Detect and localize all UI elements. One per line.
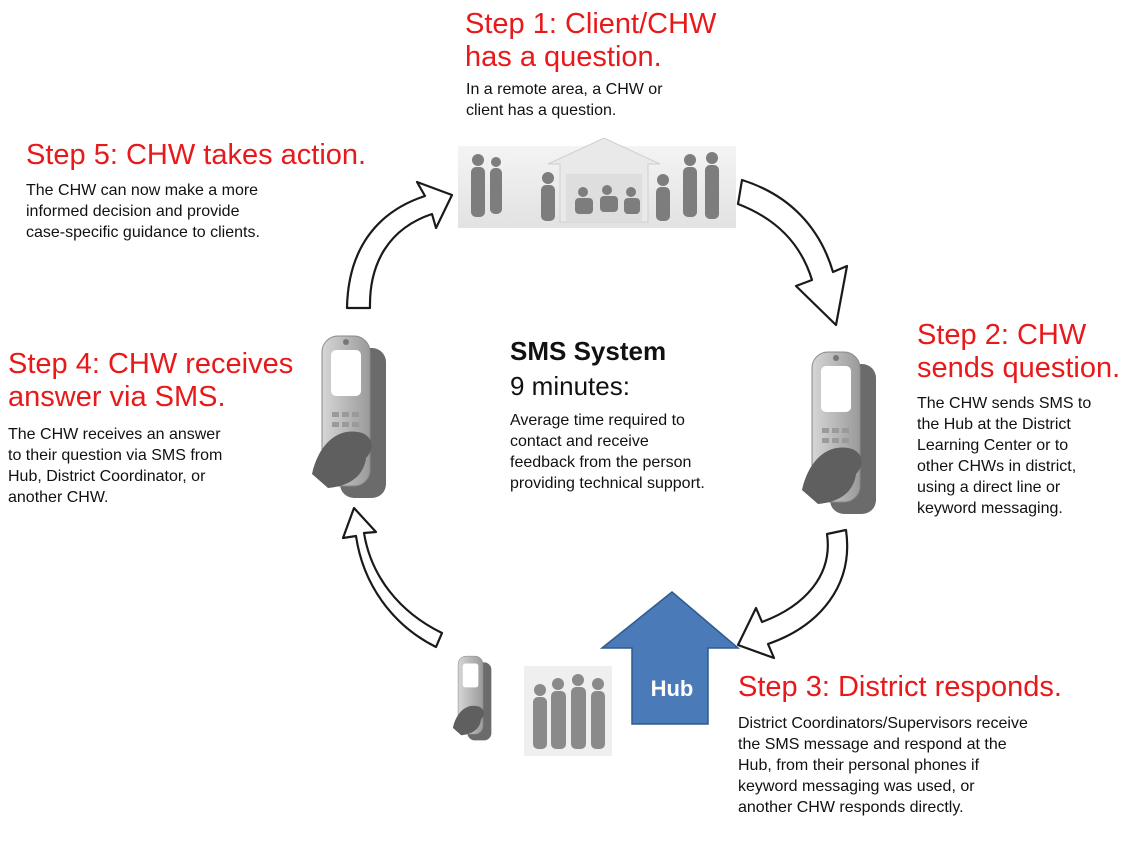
curved-arrow-icon — [736, 528, 849, 660]
step-1-body: In a remote area, a CHW or client has a … — [466, 81, 663, 119]
step-2-title-line-2: sends question. — [917, 352, 1121, 384]
step-5-title-line-1: Step 5: CHW takes action. — [26, 139, 367, 171]
step-3-title: Step 3: District responds. — [738, 671, 1062, 704]
step-5-body: The CHW can now make a more informed dec… — [26, 182, 260, 241]
step-2-title-line-1: Step 2: CHW — [917, 319, 1087, 351]
curved-arrow-icon — [341, 506, 444, 649]
step-1-title-line-1: Step 1: Client/CHW — [465, 8, 717, 40]
step-4-body: The CHW receives an answer to their ques… — [8, 426, 223, 506]
curved-arrow-icon — [736, 178, 849, 327]
step-1-title: Step 1: Client/CHW has a question. — [465, 8, 716, 74]
center-title: SMS System — [510, 336, 667, 366]
step-4-title: Step 4: CHW receives answer via SMS. — [8, 348, 293, 414]
step-4-title-line-1: Step 4: CHW receives — [8, 348, 294, 380]
center-body: Average time required to contact and rec… — [510, 412, 705, 492]
step-3-body: District Coordinators/Supervisors receiv… — [738, 715, 1028, 816]
step-4-title-line-2: answer via SMS. — [8, 381, 226, 413]
step-2-title: Step 2: CHW sends question. — [917, 319, 1120, 385]
step-5-title: Step 5: CHW takes action. — [26, 139, 366, 172]
people-group-icon — [524, 666, 612, 756]
community-scene-icon — [458, 137, 736, 228]
step-3-title-line-1: Step 3: District responds. — [738, 671, 1062, 703]
hub-up-arrow-icon — [599, 591, 741, 725]
step-2-body: The CHW sends SMS to the Hub at the Dist… — [917, 395, 1092, 517]
phone-hand-icon — [312, 335, 386, 498]
phone-hand-icon — [802, 351, 876, 514]
step-1-title-line-2: has a question. — [465, 41, 662, 73]
hub-label: Hub — [650, 676, 694, 701]
curved-arrow-icon — [345, 180, 454, 310]
phone-hand-icon — [452, 655, 492, 741]
center-time: 9 minutes: — [510, 371, 630, 401]
